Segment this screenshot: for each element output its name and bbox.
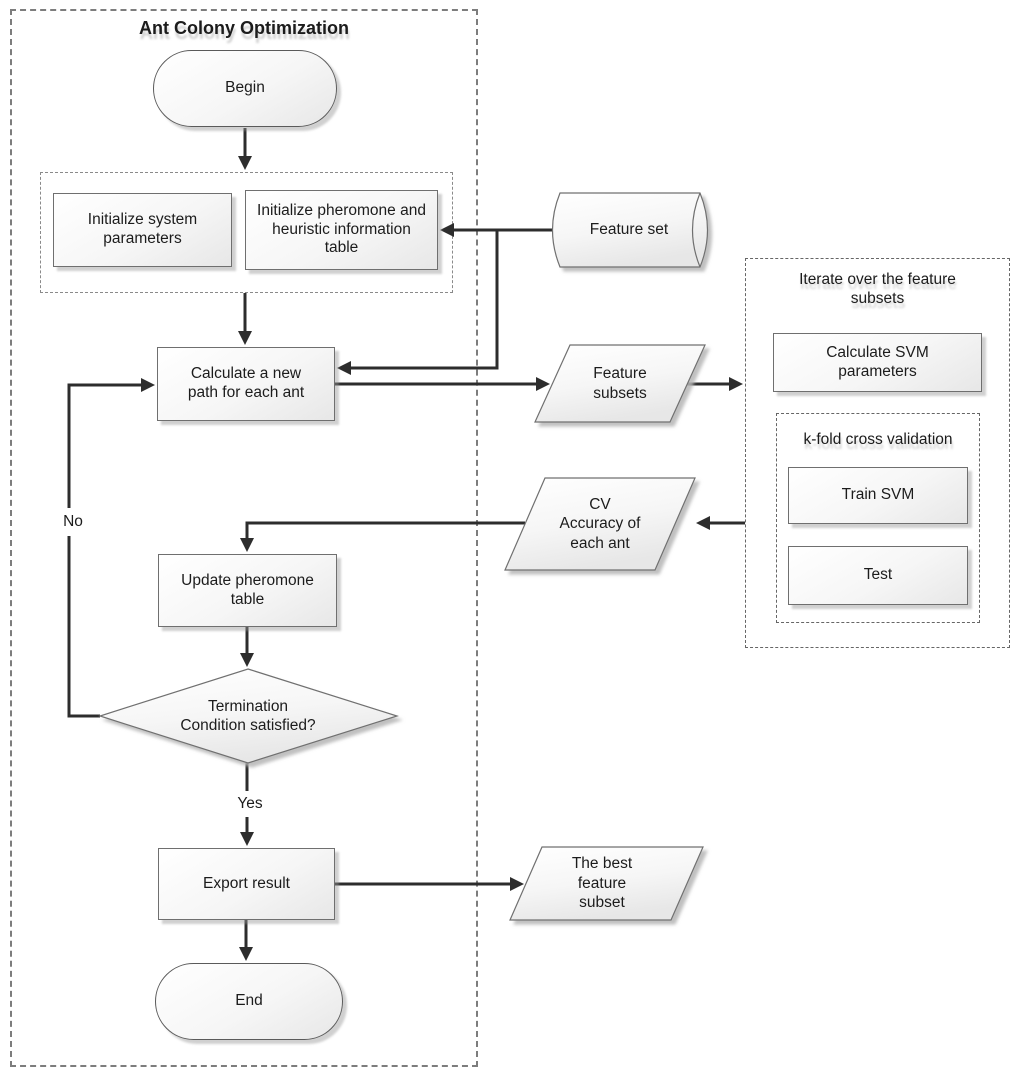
begin-terminator: Begin — [153, 50, 337, 127]
aco-group-box — [10, 9, 478, 1067]
export-result-box: Export result — [158, 848, 335, 920]
cv-accuracy-shape — [504, 477, 696, 571]
kfold-group-title: k-fold cross validation — [803, 431, 953, 449]
end-label: End — [235, 992, 263, 1010]
begin-label: Begin — [225, 79, 265, 97]
calc-svm-label: Calculate SVM parameters — [826, 343, 929, 380]
update-pheromone-label: Update pheromone table — [181, 571, 314, 608]
best-subset-shape — [509, 846, 704, 921]
end-terminator: End — [155, 963, 343, 1040]
feature-subsets-shape — [534, 344, 706, 423]
calc-path-box: Calculate a new path for each ant — [157, 347, 335, 421]
termination-diamond — [98, 668, 399, 764]
feature-set-label: Feature set — [589, 221, 669, 239]
iterate-group-title: Iterate over the feature subsets — [799, 270, 956, 307]
connector-no-loop — [67, 378, 155, 718]
init-system-box: Initialize system parameters — [53, 193, 232, 267]
train-svm-box: Train SVM — [788, 467, 968, 524]
edge-label-no: No — [54, 508, 92, 536]
calc-svm-box: Calculate SVM parameters — [773, 333, 982, 392]
diagram-title: Ant Colony Optimization — [139, 17, 349, 38]
update-pheromone-box: Update pheromone table — [158, 554, 337, 627]
iterate-group-box — [745, 258, 1010, 648]
connector-cv-to-update — [240, 521, 525, 552]
init-pheromone-box: Initialize pheromone and heuristic infor… — [245, 190, 438, 270]
init-pheromone-label: Initialize pheromone and heuristic infor… — [257, 201, 426, 257]
feature-set-inner-curve — [691, 192, 701, 268]
calc-path-label: Calculate a new path for each ant — [187, 365, 305, 401]
train-svm-label: Train SVM — [841, 486, 915, 504]
export-result-label: Export result — [202, 874, 290, 892]
connector-featureset-to-calcpath — [337, 230, 499, 375]
kfold-group-box — [776, 413, 980, 623]
init-system-label: Initialize system parameters — [87, 211, 198, 247]
test-box: Test — [788, 546, 968, 605]
edge-label-yes: Yes — [228, 791, 272, 817]
test-label: Test — [863, 566, 893, 584]
